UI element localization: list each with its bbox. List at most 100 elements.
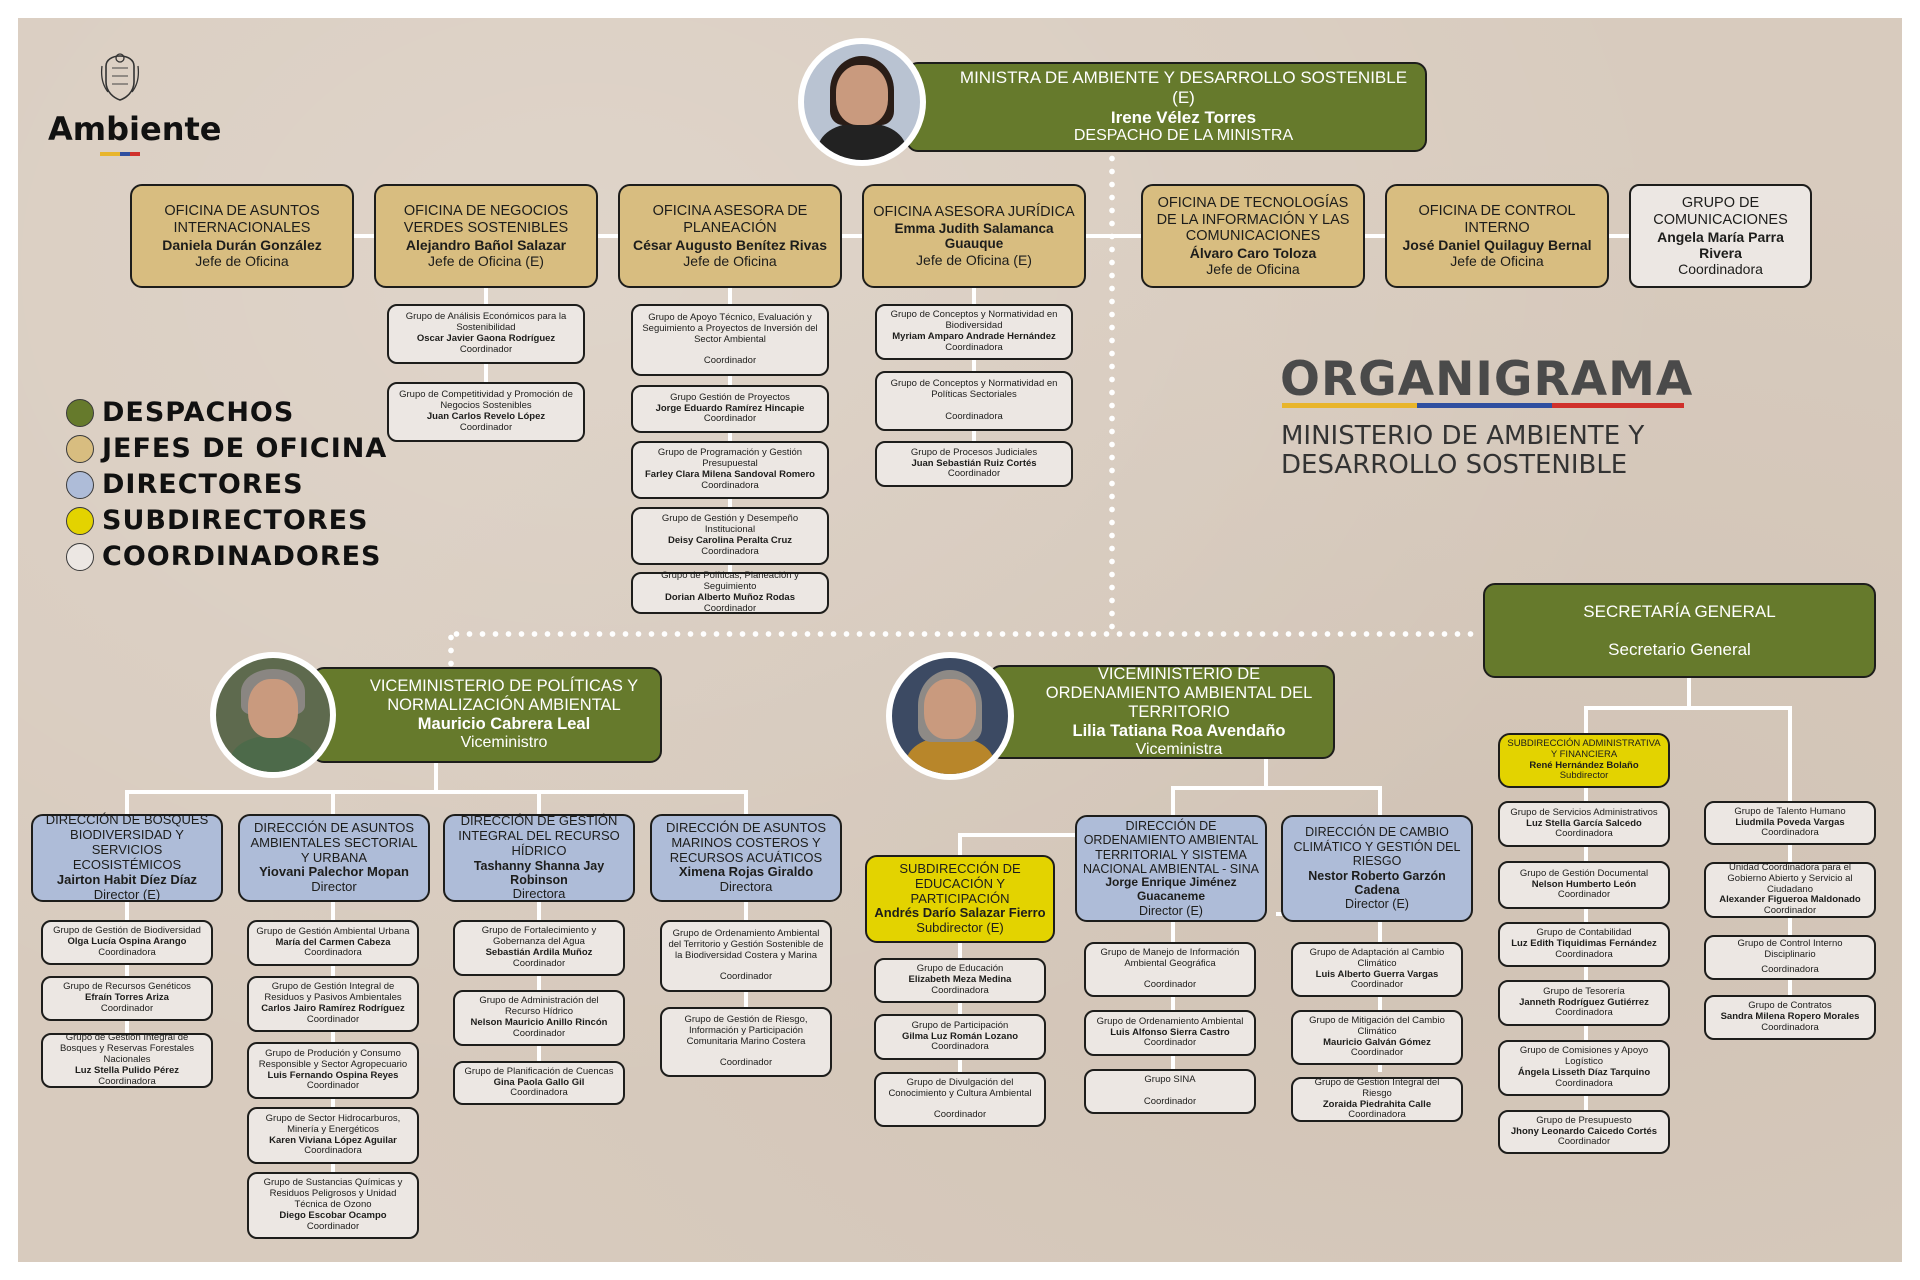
group-box[interactable]: Grupo de Mitigación del Cambio Climático… xyxy=(1291,1010,1463,1065)
secretaria-general-box[interactable]: SECRETARÍA GENERAL Secretario General xyxy=(1483,583,1876,678)
group-box[interactable]: Grupo de Ordenamiento Ambiental del Terr… xyxy=(660,920,832,992)
office-head-role: Coordinadora xyxy=(1678,260,1763,277)
group-box[interactable]: Grupo de Gestión y Desempeño Institucion… xyxy=(631,507,829,565)
flag-bar-blue xyxy=(120,152,130,156)
office-title: OFICINA ASESORA DE PLANEACIÓN xyxy=(652,203,808,236)
group-coordinator-name: Luz Stella Pulido Pérez xyxy=(75,1064,179,1076)
subdirection-head-role: Subdirector (E) xyxy=(916,920,1004,936)
group-box[interactable]: Grupo de Produción y Consumo Responsible… xyxy=(247,1042,419,1099)
group-box[interactable]: Grupo de Programación y Gestión Presupue… xyxy=(631,441,829,499)
viceministry-territory-box[interactable]: VICEMINISTERIO DE ORDENAMIENTO AMBIENTAL… xyxy=(989,665,1335,759)
group-title: Grupo de Sector Hidrocarburos, Minería y… xyxy=(265,1112,401,1135)
group-title: Grupo de Procesos Judiciales xyxy=(910,446,1038,458)
group-coordinator-role: Coordinador xyxy=(459,421,513,433)
group-box[interactable]: Grupo de Conceptos y Normatividad en Bio… xyxy=(875,304,1073,360)
group-box[interactable]: Grupo de Competitividad y Promoción de N… xyxy=(387,382,585,442)
group-box[interactable]: Grupo de Fortalecimiento y Gobernanza de… xyxy=(453,920,625,976)
direction-box[interactable]: DIRECCIÓN DE ASUNTOS MARINOS COSTEROS Y … xyxy=(650,814,842,902)
group-coordinator-name: Luz Stella García Salcedo xyxy=(1526,817,1642,829)
subdirection-box[interactable]: SUBDIRECCIÓN ADMINISTRATIVA Y FINANCIERA… xyxy=(1498,733,1670,788)
group-box[interactable]: Grupo de Gestión Integral de Residuos y … xyxy=(247,976,419,1032)
group-coordinator-name: Karen Viviana López Aguilar xyxy=(269,1134,397,1146)
group-box[interactable]: Grupo de Políticas, Planeación y Seguimi… xyxy=(631,570,829,614)
title-bar-red xyxy=(1552,403,1684,408)
group-box[interactable]: Grupo de Gestión Integral de Bosques y R… xyxy=(41,1032,213,1088)
direction-head-role: Director (E) xyxy=(1345,897,1409,912)
direction-box[interactable]: DIRECCIÓN DE GESTIÓN INTEGRAL DEL RECURS… xyxy=(443,813,635,902)
vice-name: Mauricio Cabrera Leal xyxy=(417,715,591,734)
group-coordinator-name: Diego Escobar Ocampo xyxy=(279,1209,387,1221)
group-coordinator-name: Dorian Alberto Muñoz Rodas xyxy=(664,592,795,603)
group-coordinator-role: Coordinadora xyxy=(98,1075,156,1087)
group-box[interactable]: Grupo de Análisis Económicos para la Sos… xyxy=(387,304,585,364)
legend-item-despachos: DESPACHOS xyxy=(66,397,294,428)
group-title: Grupo de Educación xyxy=(916,963,1004,975)
subdirection-box[interactable]: SUBDIRECCIÓN DE EDUCACIÓN Y PARTICIPACIÓ… xyxy=(865,855,1055,943)
group-box[interactable]: Grupo de Manejo de Información Ambiental… xyxy=(1084,942,1256,997)
office-head-name: César Augusto Benítez Rivas xyxy=(633,236,827,253)
legend-label: DIRECTORES xyxy=(102,469,304,500)
direction-box[interactable]: DIRECCIÓN DE CAMBIO CLIMÁTICO Y GESTIÓN … xyxy=(1281,815,1473,922)
office-box[interactable]: OFICINA DE TECNOLOGÍAS DE LA INFORMACIÓN… xyxy=(1141,184,1365,288)
office-head-name: Emma Judith Salamanca Guauque xyxy=(894,220,1054,252)
group-box[interactable]: Grupo de Administración del Recurso Hídr… xyxy=(453,990,625,1046)
group-title: Grupo de Adaptación al Cambio Climático xyxy=(1309,946,1445,969)
direction-box[interactable]: DIRECCIÓN DE ASUNTOS AMBIENTALES SECTORI… xyxy=(238,814,430,902)
group-box[interactable]: Grupo de Conceptos y Normatividad en Pol… xyxy=(875,371,1073,431)
group-coordinator-role: Coordinador xyxy=(703,355,757,367)
viceministry-policies-box[interactable]: VICEMINISTERIO DE POLÍTICAS Y NORMALIZAC… xyxy=(312,667,662,763)
minister-box[interactable]: MINISTRA DE AMBIENTE Y DESARROLLO SOSTEN… xyxy=(906,62,1427,152)
group-box[interactable]: Grupo de Divulgación del Conocimiento y … xyxy=(874,1072,1046,1127)
group-coordinator-name: Nelson Mauricio Anillo Rincón xyxy=(470,1017,608,1028)
group-title: Grupo de Gestión Ambiental Urbana xyxy=(256,925,410,937)
legend-label: DESPACHOS xyxy=(102,397,295,428)
group-coordinator-role: Coordinador xyxy=(1557,1136,1611,1148)
group-title: Grupo de Planificación de Cuencas xyxy=(464,1065,614,1077)
group-box[interactable]: Grupo de Sustancias Químicas y Residuos … xyxy=(247,1172,419,1239)
direction-box[interactable]: DIRECCIÓN DE ORDENAMIENTO AMBIENTAL TERR… xyxy=(1075,815,1267,922)
group-title: Grupo de Comisiones y Apoyo Logístico xyxy=(1519,1045,1649,1068)
group-coordinator-name: Luis Alfonso Sierra Castro xyxy=(1110,1026,1230,1038)
group-coordinator-role: Coordinador xyxy=(512,1027,566,1039)
connector xyxy=(958,943,962,1073)
group-coordinator-role: Coordinadora xyxy=(1555,1007,1613,1019)
direction-box[interactable]: DIRECCIÓN DE BOSQUES BIODIVERSIDAD Y SER… xyxy=(31,812,223,902)
group-coordinator-role: Coordinadora xyxy=(945,410,1003,422)
connector xyxy=(434,763,438,793)
group-box[interactable]: Grupo de Gestión de Riesgo, Información … xyxy=(660,1007,832,1077)
group-box[interactable]: Grupo de Sector Hidrocarburos, Minería y… xyxy=(247,1107,419,1164)
group-title: Grupo de Competitividad y Promoción de N… xyxy=(399,389,573,412)
group-box[interactable]: Grupo de Apoyo Técnico, Evaluación y Seg… xyxy=(631,304,829,376)
group-box[interactable]: Unidad Coordinadora para el Gobierno Abi… xyxy=(1704,862,1876,918)
direction-title: DIRECCIÓN DE ORDENAMIENTO AMBIENTAL TERR… xyxy=(1083,818,1259,876)
group-coordinator-role: Coordinadora xyxy=(1348,1109,1406,1121)
group-coordinator-role: Coordinador xyxy=(1143,1037,1197,1049)
